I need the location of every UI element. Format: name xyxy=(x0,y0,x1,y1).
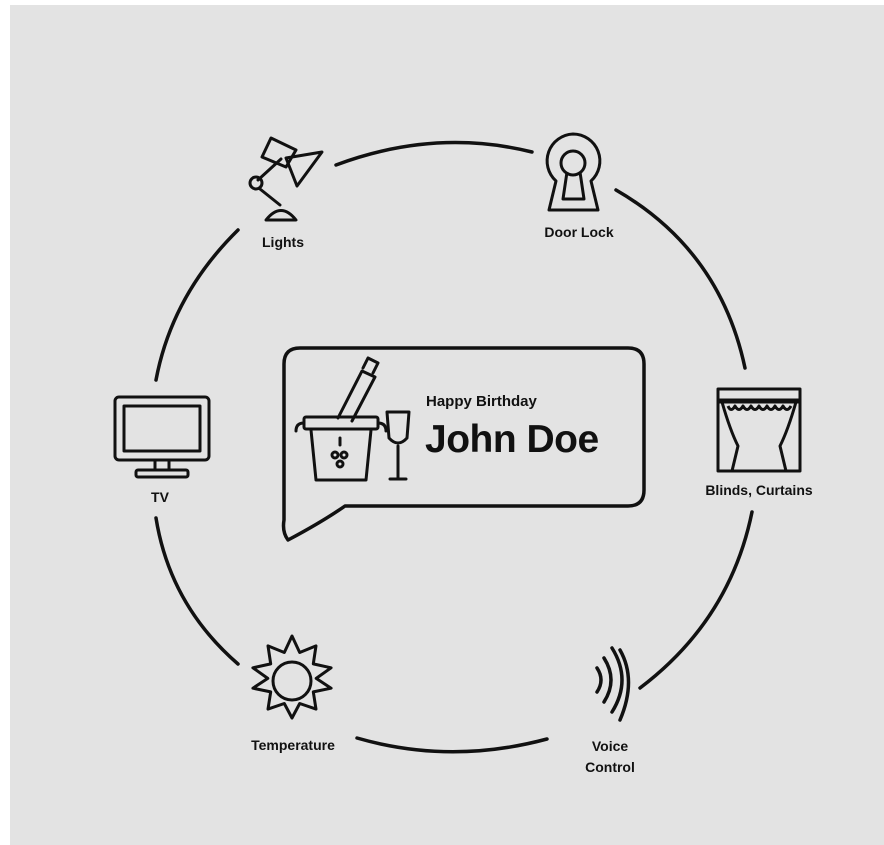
ring-arc-temperature-tv xyxy=(154,516,240,666)
message-bubble xyxy=(281,346,646,542)
ring-arc-doorlock-blinds xyxy=(614,188,747,370)
device-label-lights: Lights xyxy=(262,234,304,250)
sound-waves-icon xyxy=(595,646,631,722)
greeting-text: Happy Birthday xyxy=(426,393,537,410)
device-label-blinds: Blinds, Curtains xyxy=(705,482,813,498)
device-label-voice: Voice Control xyxy=(585,738,635,775)
device-label-tv: TV xyxy=(151,489,169,505)
curtains-icon xyxy=(716,387,802,473)
diagram-background xyxy=(10,5,884,845)
ring-arc-blinds-voice xyxy=(638,510,754,690)
device-label-door-lock: Door Lock xyxy=(544,224,614,240)
tv-icon xyxy=(113,395,211,479)
ring-arc-voice-temperature xyxy=(355,736,549,754)
desk-lamp-icon xyxy=(248,136,324,222)
champagne-bucket-and-glass-icon xyxy=(294,356,411,482)
ring-arc-lights-doorlock xyxy=(334,140,534,167)
keyhole-icon xyxy=(545,132,602,212)
ring-arc-tv-lights xyxy=(154,228,240,382)
sun-icon xyxy=(251,634,333,720)
recipient-name: John Doe xyxy=(425,418,599,461)
device-label-temperature: Temperature xyxy=(251,737,335,753)
